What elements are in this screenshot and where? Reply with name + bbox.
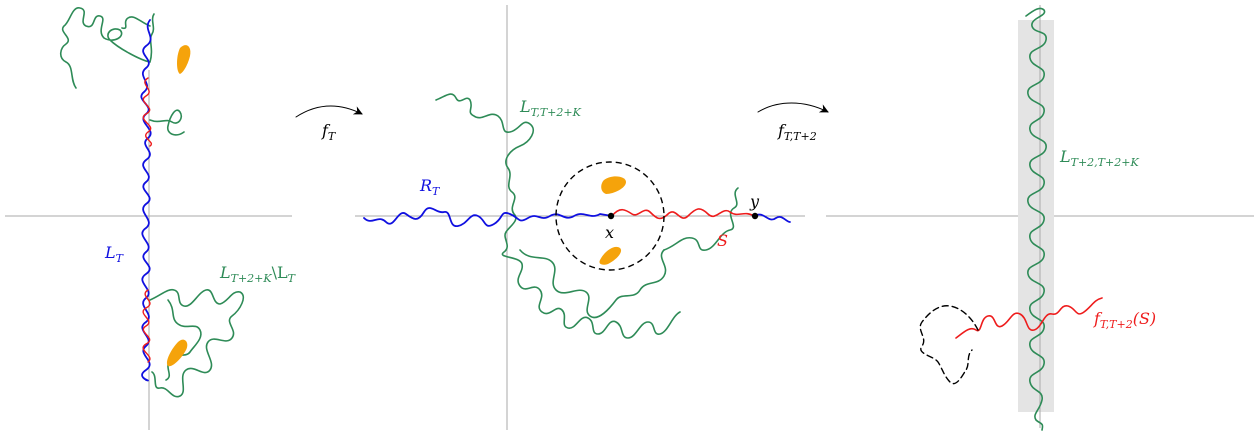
panel2-red-path-S	[611, 208, 755, 220]
arrow-fT-label: fT	[321, 121, 337, 143]
panel2-blue-path-tail	[753, 213, 791, 223]
panel1-green-top-branch	[149, 109, 185, 136]
panel2-green-path-L	[435, 93, 681, 339]
panel2-blue-path-RT	[363, 207, 613, 227]
panel2-green-path-right	[663, 187, 739, 251]
panel3-label-fS: fT,T+2(S)	[1093, 309, 1156, 331]
panel1-label-LT2K-minus-LT: LT+2+K\LT	[219, 263, 297, 285]
arrow-fTT2-label: fT,T+2	[777, 121, 817, 143]
panel2-label-RT: RT	[419, 176, 441, 198]
arrow-fTT2: fT,T+2	[757, 102, 829, 143]
arrow-fT: fT	[295, 105, 363, 143]
arrow-fTT2-curve	[757, 102, 829, 113]
panel2-orange-blob-bottom	[599, 246, 622, 265]
panel-3: LT+2,T+2+K fT,T+2(S)	[826, 5, 1254, 431]
panel-2: x y S RT LT,T+2+K	[355, 5, 805, 430]
panel3-red-path-fS	[955, 297, 1103, 339]
panel-1: LT LT+2+K\LT	[5, 7, 297, 430]
panel1-green-bottom-loop	[149, 288, 245, 398]
panel1-orange-blob-bottom	[166, 339, 188, 367]
panel1-label-LT: LT	[104, 243, 125, 265]
panel3-green-path-L	[1025, 7, 1047, 431]
panel2-label-x: x	[605, 223, 614, 242]
panel3-gray-band	[1018, 20, 1054, 412]
panel2-orange-blob-top	[601, 176, 626, 194]
panel1-orange-blob-top	[177, 45, 191, 74]
panel1-green-top-loop	[59, 7, 155, 89]
arrow-fT-curve	[295, 105, 363, 118]
panel2-label-S: S	[717, 231, 728, 250]
panel2-label-y: y	[749, 192, 760, 211]
panel2-label-L-T-T2K: LT,T+2+K	[519, 97, 582, 119]
panel1-red-segment-bottom	[142, 289, 151, 363]
panel1-red-segment-top	[142, 77, 153, 147]
panel3-label-L-T2-T2K: LT+2,T+2+K	[1059, 147, 1139, 169]
panel2-dashed-ball	[555, 161, 665, 271]
panel2-point-x	[607, 212, 615, 220]
panel3-dashed-curve	[919, 305, 979, 385]
panel2-point-y	[751, 212, 759, 220]
panel2-green-path-lower	[519, 249, 667, 319]
